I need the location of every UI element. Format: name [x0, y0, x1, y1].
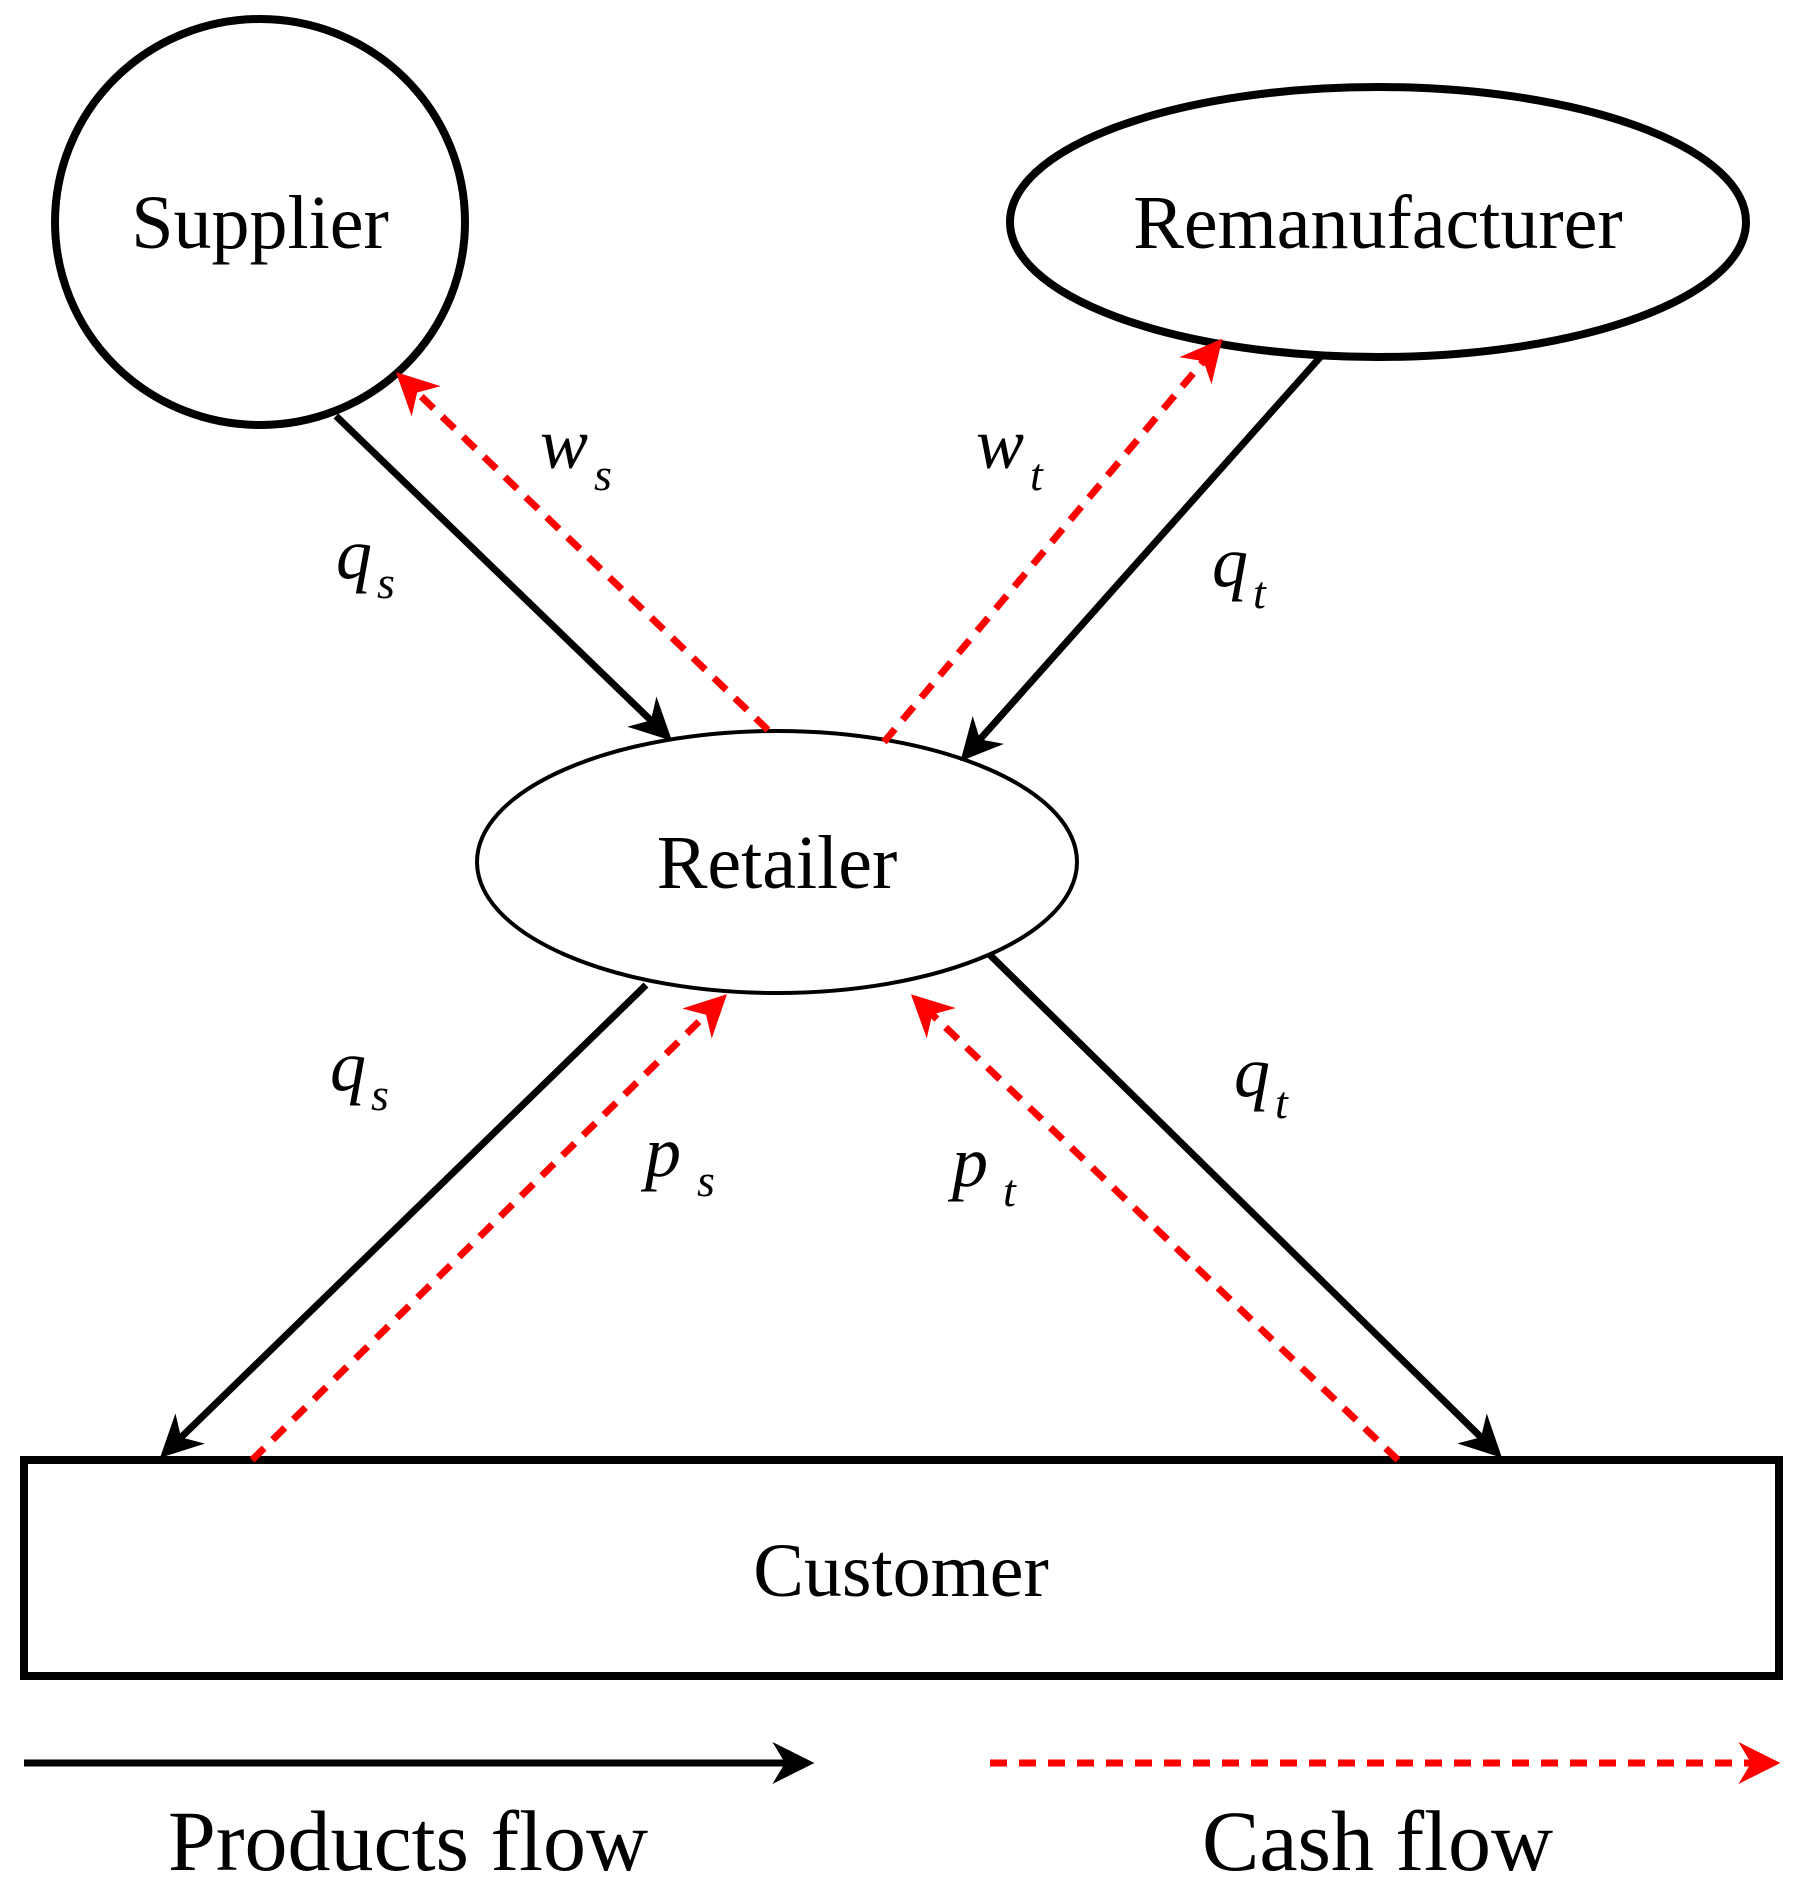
label-pt-main: p: [947, 1122, 988, 1202]
retailer-node: Retailer: [475, 729, 1079, 995]
label-wt-sub: t: [1030, 449, 1044, 500]
label-ps-sub: s: [697, 1155, 715, 1206]
legend: Products flow Cash flow: [24, 1742, 1781, 1886]
customer-node: Customer: [20, 1456, 1783, 1680]
products-flow-retailer-to-customer-t: [987, 952, 1502, 1458]
legend-products-label: Products flow: [168, 1793, 648, 1886]
products-flow-retailer-to-customer-s: [159, 982, 649, 1458]
remanufacturer-node: Remanufacturer: [1006, 83, 1750, 361]
label-wt-main: w: [976, 404, 1024, 484]
cash-flow-customer-to-retailer-s: [249, 994, 727, 1463]
label-qs-lower: q s: [330, 1026, 389, 1120]
label-qs-lower-main: q: [330, 1026, 366, 1106]
label-pt-sub: t: [1003, 1165, 1017, 1216]
legend-cash-label: Cash flow: [1202, 1793, 1553, 1886]
label-qt-upper-main: q: [1212, 522, 1248, 602]
label-ws-sub: s: [594, 449, 612, 500]
cash-flow-retailer-to-remanufacturer: [881, 338, 1223, 745]
label-pt: p t: [947, 1122, 1017, 1216]
remanufacturer-label: Remanufacturer: [1133, 181, 1623, 265]
label-qt-upper-sub: t: [1253, 567, 1267, 618]
supplier-node: Supplier: [51, 15, 469, 429]
label-qs-upper-main: q: [336, 514, 372, 594]
products-flow-supplier-to-retailer: [333, 413, 673, 741]
products-flow-remanufacturer-to-retailer: [960, 351, 1326, 762]
customer-label: Customer: [753, 1529, 1049, 1613]
label-ws-main: w: [540, 404, 588, 484]
label-qs-lower-sub: s: [371, 1069, 389, 1120]
label-qt-lower-sub: t: [1275, 1077, 1289, 1128]
label-ps-main: p: [640, 1112, 681, 1192]
label-wt: w t: [976, 404, 1044, 500]
supplier-label: Supplier: [131, 181, 389, 265]
label-qt-upper: q t: [1212, 522, 1267, 618]
label-qt-lower-main: q: [1234, 1032, 1270, 1112]
label-ws: w s: [540, 404, 612, 500]
label-qt-lower: q t: [1234, 1032, 1289, 1128]
label-ps: p s: [640, 1112, 715, 1206]
cash-flow-customer-to-retailer-t: [910, 994, 1401, 1463]
label-qs-upper-sub: s: [377, 557, 395, 608]
retailer-label: Retailer: [657, 821, 898, 905]
label-qs-upper: q s: [336, 514, 395, 608]
